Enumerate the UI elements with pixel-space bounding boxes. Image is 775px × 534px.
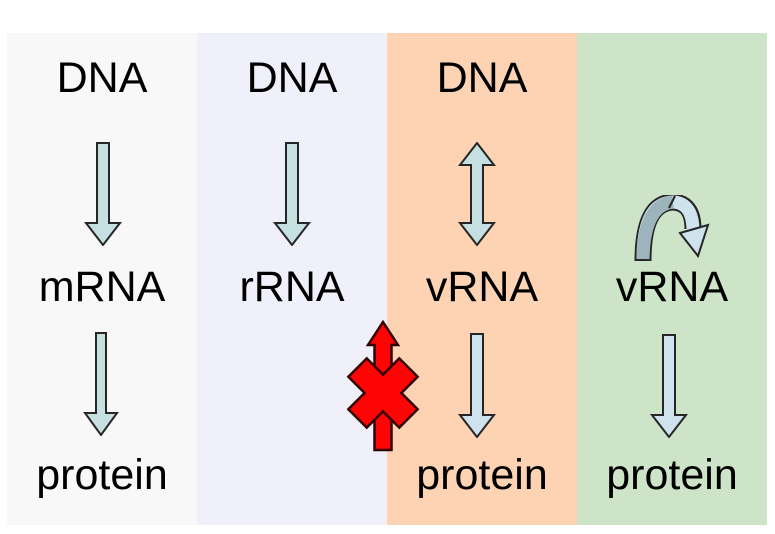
column-mrna-pathway: DNA mRNA protein [7,33,197,525]
dna-label: DNA [56,54,148,102]
vrna-label: vRNA [615,263,729,311]
rrna-label: rRNA [239,263,345,311]
double-headed-arrow-icon [457,142,497,246]
loop-replication-arrow-icon [634,195,710,262]
red-x-icon [346,356,420,430]
protein-label: protein [606,451,738,499]
down-block-arrow-icon [83,332,119,436]
down-block-arrow-icon [457,333,497,438]
column-vrna-dna-pathway: DNA vRNA protein [387,33,577,525]
down-block-arrow-icon [83,142,123,246]
protein-label: protein [36,451,168,499]
blocked-pathway-icon [346,319,420,452]
dna-label: DNA [436,54,528,102]
column-vrna-pathway: vRNA protein [577,33,767,525]
vrna-label: vRNA [425,263,539,311]
protein-label: protein [416,451,548,499]
mrna-label: mRNA [38,263,166,311]
down-block-arrow-icon [272,142,312,246]
dna-label: DNA [246,54,338,102]
down-block-arrow-icon [649,334,689,438]
column-rrna-pathway: DNA rRNA [197,33,387,525]
